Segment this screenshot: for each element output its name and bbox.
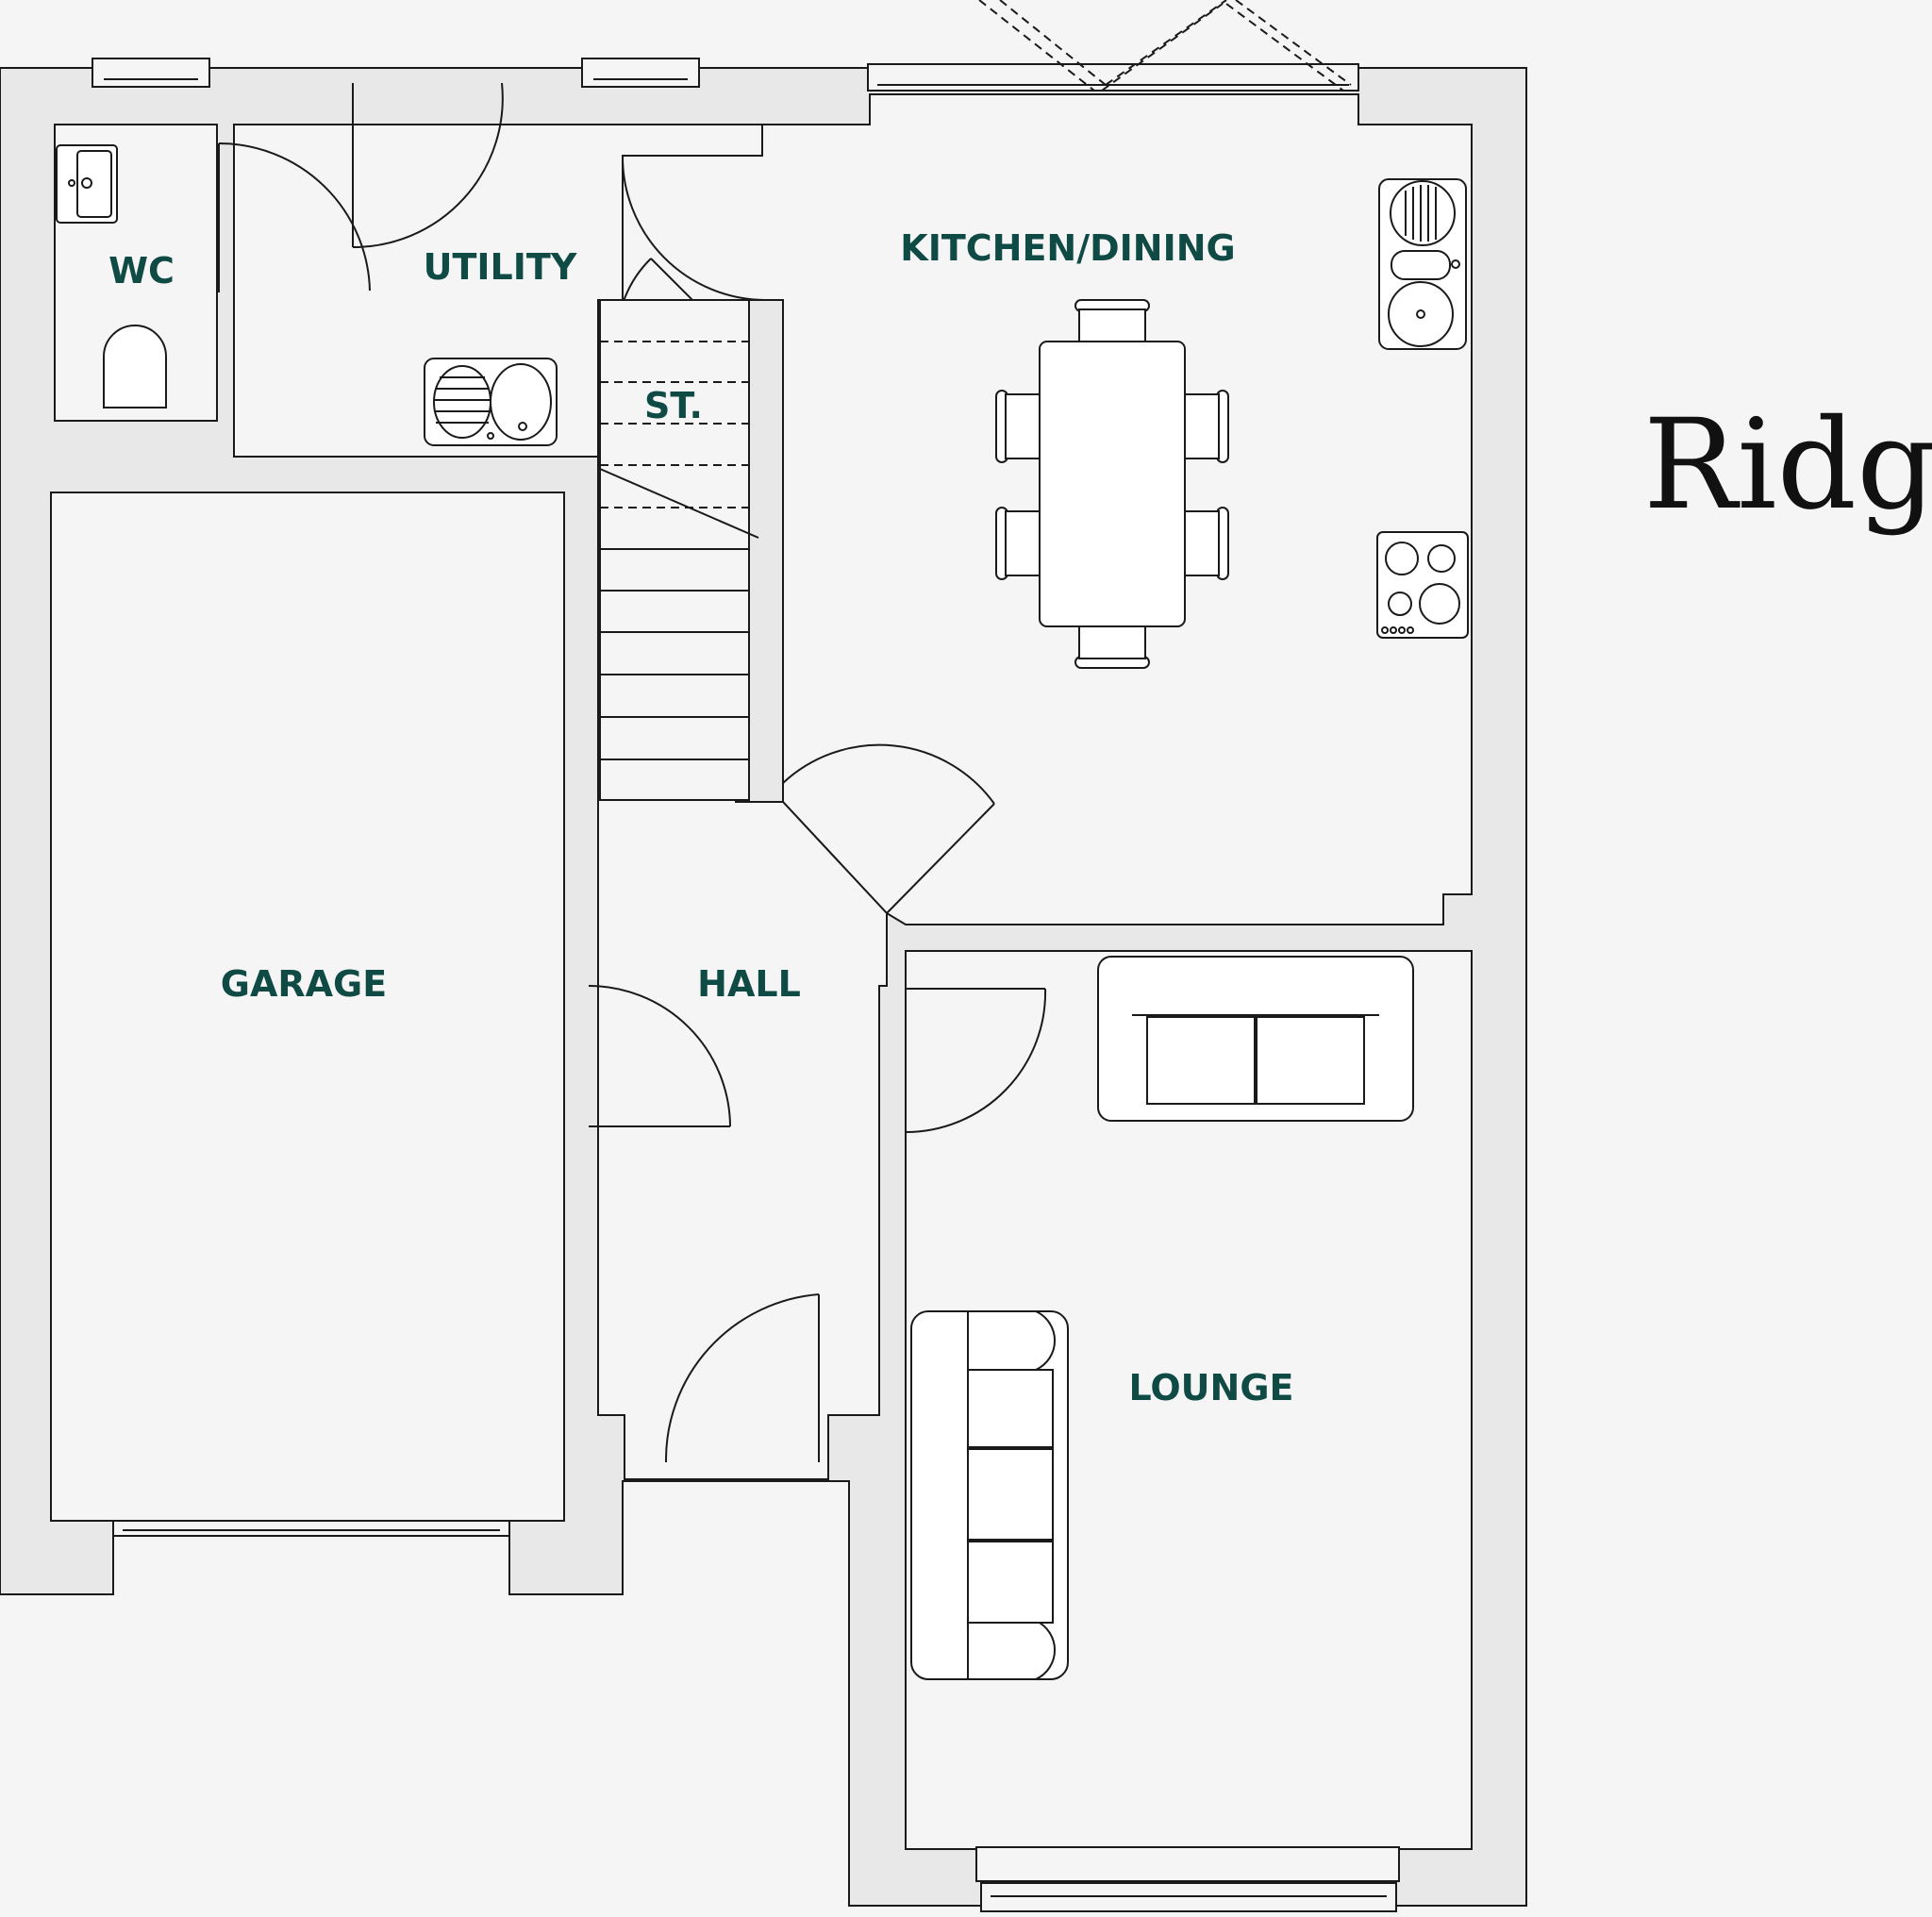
label-lounge: LOUNGE bbox=[1129, 1367, 1294, 1409]
windows bbox=[92, 0, 1400, 1912]
lounge-hall-door bbox=[905, 988, 1047, 1133]
dining-table-set bbox=[995, 299, 1229, 669]
kitchen-utility-door bbox=[621, 155, 765, 301]
lounge-sofa-top bbox=[1097, 956, 1414, 1122]
utility-window bbox=[581, 58, 700, 88]
room-labels: WC UTILITY KITCHEN/DINING ST. GARAGE HAL… bbox=[108, 227, 1293, 1409]
label-garage: GARAGE bbox=[221, 963, 387, 1005]
utility-door bbox=[352, 82, 504, 249]
wc-door bbox=[218, 142, 371, 292]
label-utility: UTILITY bbox=[424, 246, 577, 288]
garage-door bbox=[112, 1520, 510, 1537]
brand-title: Ridge bbox=[1643, 392, 1932, 538]
lounge-sofa-side bbox=[910, 1310, 1069, 1680]
wc-toilet bbox=[103, 325, 167, 408]
label-wc: WC bbox=[108, 250, 175, 292]
utility-sink bbox=[424, 358, 558, 446]
garage-room bbox=[50, 492, 565, 1522]
label-store: ST. bbox=[644, 385, 703, 426]
kitchen-bifold-doors bbox=[867, 0, 1359, 92]
hob bbox=[1376, 531, 1469, 639]
label-kitchen-dining: KITCHEN/DINING bbox=[900, 227, 1235, 269]
front-door bbox=[664, 1293, 820, 1463]
garage-hall-door bbox=[588, 985, 731, 1127]
wc-window bbox=[92, 58, 210, 88]
staircase bbox=[599, 299, 759, 801]
doors bbox=[218, 82, 1047, 1463]
lounge-window bbox=[975, 1846, 1400, 1912]
label-hall: HALL bbox=[697, 963, 801, 1005]
kitchen-hall-door bbox=[782, 743, 995, 914]
kitchen-sink bbox=[1378, 178, 1467, 350]
wc-basin bbox=[56, 144, 118, 224]
fixtures bbox=[56, 144, 1469, 1680]
